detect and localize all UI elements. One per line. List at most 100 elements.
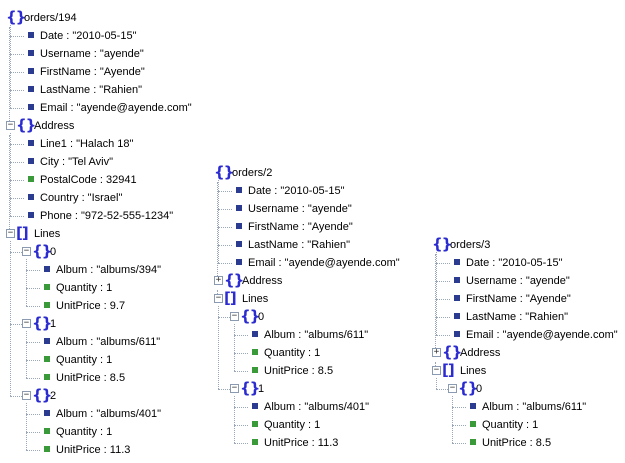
- string-value-icon: [454, 277, 460, 283]
- string-value-icon: [28, 68, 34, 74]
- tree-connector: [452, 443, 466, 444]
- tree-connector: [10, 36, 24, 37]
- tree-connector: [436, 378, 437, 389]
- property-label: Quantity : 1: [482, 419, 539, 431]
- property-label: Date : "2010-05-15": [40, 30, 137, 42]
- tree-connector: [26, 288, 40, 289]
- string-value-icon: [28, 104, 34, 110]
- curly-braces-icon: {}: [240, 307, 260, 325]
- collapse-toggle-icon[interactable]: −: [22, 390, 31, 400]
- tree-connector: [218, 317, 230, 318]
- curly-braces-icon: {}: [32, 242, 52, 260]
- node-label: Address: [460, 347, 501, 359]
- collapse-toggle-icon[interactable]: −: [214, 293, 223, 303]
- tree-connector: [26, 306, 40, 307]
- collapse-toggle-icon[interactable]: −: [6, 228, 15, 238]
- property-label: UnitPrice : 8.5: [482, 437, 552, 449]
- string-value-icon: [470, 403, 476, 409]
- collapse-toggle-icon[interactable]: −: [22, 246, 31, 256]
- curly-braces-icon: {}: [240, 379, 260, 397]
- tree-connector: [26, 378, 40, 379]
- number-value-icon: [252, 349, 258, 355]
- collapse-toggle-icon[interactable]: −: [22, 318, 31, 328]
- tree-connector: [10, 180, 24, 181]
- tree-connector: [436, 299, 450, 300]
- node-label: 0: [476, 383, 483, 395]
- property-label: FirstName : "Ayende": [248, 221, 353, 233]
- collapse-toggle-icon[interactable]: −: [448, 383, 457, 393]
- expand-toggle-icon[interactable]: +: [432, 347, 441, 357]
- curly-braces-icon: {}: [16, 116, 36, 134]
- property-label: Email : "ayende@ayende.com": [40, 102, 192, 114]
- tree-connector: [10, 216, 24, 217]
- tree-connector: [435, 254, 436, 348]
- property-label: Album : "albums/611": [264, 329, 369, 341]
- tree-connector: [234, 396, 235, 443]
- string-value-icon: [454, 259, 460, 265]
- collapse-toggle-icon[interactable]: −: [432, 365, 441, 375]
- tree-connector: [218, 306, 219, 389]
- number-value-icon: [28, 176, 34, 182]
- string-value-icon: [44, 266, 50, 272]
- tree-connector: [234, 443, 248, 444]
- tree-connector: [436, 389, 448, 390]
- tree-connector: [10, 396, 22, 397]
- node-label: 0: [258, 311, 265, 323]
- string-value-icon: [252, 331, 258, 337]
- number-value-icon: [470, 421, 476, 427]
- property-label: Album : "albums/611": [56, 336, 161, 348]
- tree-connector: [435, 362, 436, 366]
- string-value-icon: [236, 259, 242, 265]
- tree-connector: [10, 324, 22, 325]
- tree-connector: [452, 407, 466, 408]
- property-label: Email : "ayende@ayende.com": [466, 329, 618, 341]
- string-value-icon: [236, 205, 242, 211]
- expand-toggle-icon[interactable]: +: [214, 275, 223, 285]
- tree-connector: [234, 407, 248, 408]
- tree-connector: [26, 331, 27, 378]
- tree-connector: [218, 191, 232, 192]
- tree-connector: [218, 180, 219, 263]
- tree-connector: [436, 317, 450, 318]
- property-label: UnitPrice : 8.5: [56, 372, 126, 384]
- property-label: City : "Tel Aviv": [40, 156, 114, 168]
- tree-connector: [10, 133, 11, 216]
- string-value-icon: [44, 410, 50, 416]
- node-label: orders/3: [450, 239, 491, 251]
- tree-connector: [234, 425, 248, 426]
- collapse-toggle-icon[interactable]: −: [6, 120, 15, 130]
- property-label: Date : "2010-05-15": [466, 257, 563, 269]
- node-label: Lines: [242, 293, 269, 305]
- tree-connector: [26, 403, 27, 450]
- curly-braces-icon: {}: [6, 8, 26, 26]
- tree-connector: [217, 182, 218, 276]
- node-label: orders/2: [232, 167, 273, 179]
- tree-connector: [436, 252, 437, 335]
- property-label: Email : "ayende@ayende.com": [248, 257, 400, 269]
- property-label: LastName : "Rahien": [466, 311, 568, 323]
- property-label: PostalCode : 32941: [40, 174, 137, 186]
- string-value-icon: [28, 50, 34, 56]
- node-label: Address: [34, 120, 75, 132]
- number-value-icon: [252, 439, 258, 445]
- curly-braces-icon: {}: [32, 314, 52, 332]
- tree-connector: [10, 54, 24, 55]
- number-value-icon: [44, 428, 50, 434]
- tree-connector: [10, 72, 24, 73]
- node-label: 1: [50, 318, 57, 330]
- collapse-toggle-icon[interactable]: −: [230, 311, 239, 321]
- number-value-icon: [252, 421, 258, 427]
- string-value-icon: [236, 223, 242, 229]
- tree-connector: [26, 342, 40, 343]
- collapse-toggle-icon[interactable]: −: [230, 383, 239, 393]
- property-label: Quantity : 1: [264, 419, 321, 431]
- number-value-icon: [44, 284, 50, 290]
- property-label: Username : "ayende": [40, 48, 144, 60]
- curly-braces-icon: {}: [224, 271, 244, 289]
- number-value-icon: [470, 439, 476, 445]
- tree-connector: [452, 396, 453, 443]
- string-value-icon: [44, 338, 50, 344]
- tree-connector: [436, 281, 450, 282]
- tree-connector: [218, 209, 232, 210]
- tree-connector: [26, 259, 27, 306]
